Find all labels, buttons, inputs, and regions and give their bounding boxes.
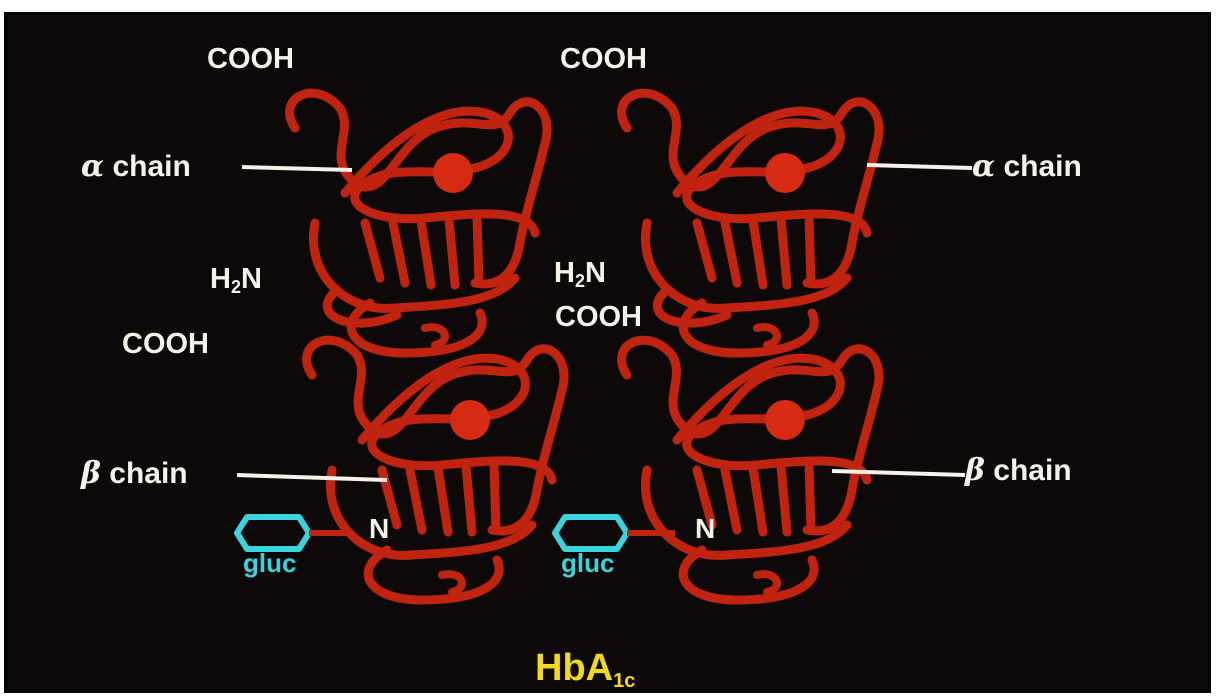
cooh-label: COOH (122, 330, 209, 359)
beta-subunit-left (307, 340, 564, 600)
beta-chain-label: β chain (965, 456, 1072, 486)
glucose-label: gluc (561, 550, 614, 576)
alpha-chain-label: α chain (972, 152, 1082, 182)
beta-chain-label: β chain (81, 459, 188, 489)
glucose-label: gluc (243, 550, 296, 576)
n-terminus-label: N (369, 515, 389, 543)
alpha-chain-label: α chain (81, 152, 191, 182)
leader-line (867, 165, 972, 168)
leader-line (242, 167, 352, 170)
amino-terminus-label: H2N (210, 265, 262, 296)
n-terminus-label: N (695, 515, 715, 543)
cooh-label: COOH (555, 303, 642, 332)
hba1c-diagram: COOH COOH COOH COOH H2N H2N α chain α ch… (4, 12, 1211, 693)
leader-line (237, 475, 387, 480)
diagram-title: HbA1c (535, 649, 635, 691)
cooh-label: COOH (560, 45, 647, 74)
glucose-hexagon-icon (237, 517, 309, 549)
cooh-label: COOH (207, 45, 294, 74)
amino-terminus-label: H2N (554, 259, 606, 290)
glucose-hexagon-icon (555, 517, 627, 549)
